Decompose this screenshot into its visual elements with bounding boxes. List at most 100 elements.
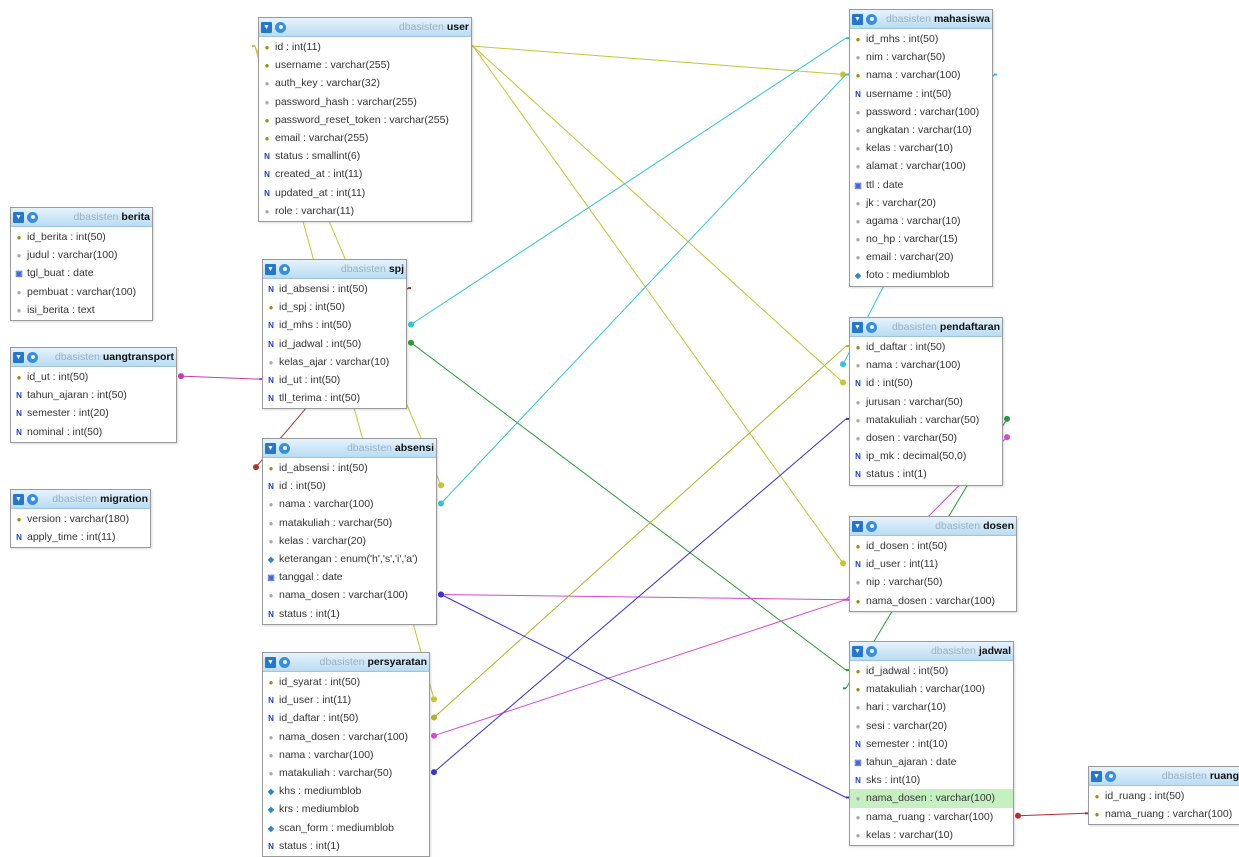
column-row[interactable]: ●nama : varchar(100): [263, 495, 436, 513]
view-icon[interactable]: [279, 263, 290, 275]
column-row[interactable]: ●jurusan : varchar(50): [850, 393, 1002, 411]
column-row[interactable]: ●id_daftar : int(50): [850, 338, 1002, 356]
column-row[interactable]: ●id_spj : int(50): [263, 298, 406, 316]
column-row[interactable]: ●id_jadwal : int(50): [850, 662, 1013, 680]
column-row[interactable]: ◆khs : mediumblob: [263, 782, 429, 800]
column-row[interactable]: ●nama : varchar(100): [263, 746, 429, 764]
column-row[interactable]: ●nama_dosen : varchar(100): [263, 728, 429, 746]
view-icon[interactable]: [279, 656, 290, 668]
column-row[interactable]: ●nama_dosen : varchar(100): [263, 586, 436, 604]
column-row[interactable]: ●email : varchar(20): [850, 248, 992, 266]
column-row[interactable]: ●matakuliah : varchar(50): [850, 411, 1002, 429]
toggle-columns-icon[interactable]: ▼: [852, 520, 863, 532]
column-row[interactable]: ▣tgl_buat : date: [11, 264, 152, 282]
view-icon[interactable]: [1105, 770, 1116, 782]
column-row[interactable]: ●username : varchar(255): [259, 56, 471, 74]
view-icon[interactable]: [275, 21, 286, 33]
column-row[interactable]: ●nama_ruang : varchar(100): [1089, 805, 1239, 823]
column-row[interactable]: ●pembuat : varchar(100): [11, 283, 152, 301]
column-row[interactable]: ●nama_dosen : varchar(100): [850, 789, 1013, 808]
toggle-columns-icon[interactable]: ▼: [13, 211, 24, 223]
column-row[interactable]: ●nama_dosen : varchar(100): [850, 592, 1016, 610]
toggle-columns-icon[interactable]: ▼: [261, 21, 272, 33]
column-row[interactable]: ●email : varchar(255): [259, 129, 471, 147]
column-row[interactable]: ●password_reset_token : varchar(255): [259, 111, 471, 129]
column-row[interactable]: ●angkatan : varchar(10): [850, 121, 992, 139]
column-row[interactable]: ◆krs : mediumblob: [263, 800, 429, 818]
column-row[interactable]: ◆scan_form : mediumblob: [263, 819, 429, 837]
toggle-columns-icon[interactable]: ▼: [1091, 770, 1102, 782]
view-icon[interactable]: [279, 442, 290, 454]
column-row[interactable]: ●id_syarat : int(50): [263, 673, 429, 691]
column-row[interactable]: ●id_dosen : int(50): [850, 537, 1016, 555]
toggle-columns-icon[interactable]: ▼: [852, 321, 863, 333]
column-row[interactable]: ▣tahun_ajaran : date: [850, 753, 1013, 771]
toggle-columns-icon[interactable]: ▼: [13, 493, 24, 505]
view-icon[interactable]: [866, 520, 877, 532]
column-row[interactable]: ▣ttl : date: [850, 176, 992, 194]
column-row[interactable]: ●id_berita : int(50): [11, 228, 152, 246]
column-row[interactable]: ●id_ruang : int(50): [1089, 787, 1239, 805]
column-row[interactable]: ●version : varchar(180): [11, 510, 150, 528]
column-row[interactable]: ●isi_berita : text: [11, 301, 152, 319]
column-row[interactable]: ●dosen : varchar(50): [850, 429, 1002, 447]
view-icon[interactable]: [866, 321, 877, 333]
column-row[interactable]: ●nama : varchar(100): [850, 66, 992, 84]
column-row[interactable]: ●kelas : varchar(10): [850, 826, 1013, 844]
toggle-columns-icon[interactable]: ▼: [852, 645, 863, 657]
view-icon[interactable]: [27, 493, 38, 505]
column-row[interactable]: ●id : int(11): [259, 38, 471, 56]
column-row[interactable]: ●id_absensi : int(50): [263, 459, 436, 477]
column-row[interactable]: ●matakuliah : varchar(100): [850, 680, 1013, 698]
column-row[interactable]: ●no_hp : varchar(15): [850, 230, 992, 248]
column-row[interactable]: ●nama : varchar(100): [850, 356, 1002, 374]
column-row[interactable]: ●alamat : varchar(100): [850, 157, 992, 175]
column-row[interactable]: ●auth_key : varchar(32): [259, 74, 471, 92]
column-row[interactable]: ▣tanggal : date: [263, 568, 436, 586]
toggle-columns-icon[interactable]: ▼: [13, 351, 24, 363]
column-row[interactable]: ●id_mhs : int(50): [850, 30, 992, 48]
column-row[interactable]: ●nim : varchar(50): [850, 48, 992, 66]
view-icon[interactable]: [27, 211, 38, 223]
